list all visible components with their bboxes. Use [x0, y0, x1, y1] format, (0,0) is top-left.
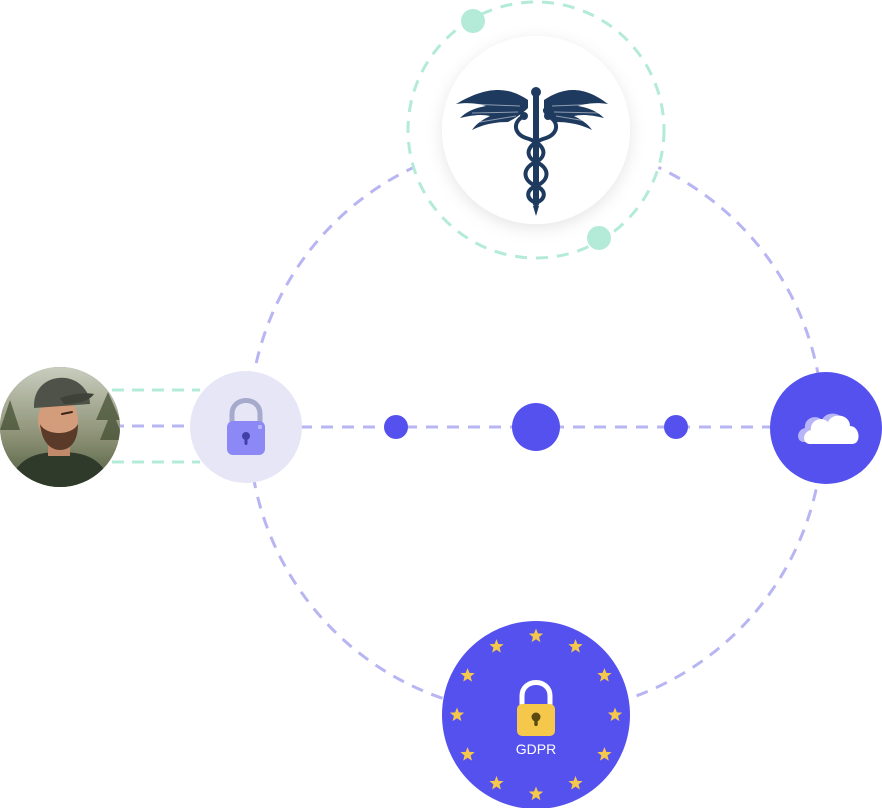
eu-stars [449, 628, 623, 801]
star-icon [460, 668, 475, 682]
flow-dot-large [512, 403, 560, 451]
star-icon [489, 639, 504, 653]
star-icon [597, 668, 612, 682]
cloud-storage-node [770, 372, 882, 484]
star-icon [449, 707, 465, 722]
star-icon [597, 747, 612, 761]
star-icon [489, 775, 504, 790]
star-icon [460, 747, 475, 761]
padlock-icon [227, 398, 265, 455]
caduceus-icon [456, 87, 608, 216]
encryption-lock-node [190, 371, 302, 483]
cloud-icon [798, 413, 859, 444]
star-icon [607, 707, 623, 722]
star-icon [568, 639, 583, 653]
star-icon [528, 786, 544, 801]
orbit-dot-top [461, 9, 485, 33]
gdpr-label: GDPR [516, 741, 556, 757]
flow-dot-small-left [384, 415, 408, 439]
star-icon [568, 775, 583, 790]
flow-dot-small-right [664, 415, 688, 439]
user-avatar [0, 367, 120, 487]
orbit-dot-bottom [587, 226, 611, 250]
gdpr-padlock-icon [517, 680, 555, 736]
medical-node [406, 0, 666, 260]
gdpr-badge: GDPR [442, 621, 630, 808]
star-icon [528, 628, 544, 643]
